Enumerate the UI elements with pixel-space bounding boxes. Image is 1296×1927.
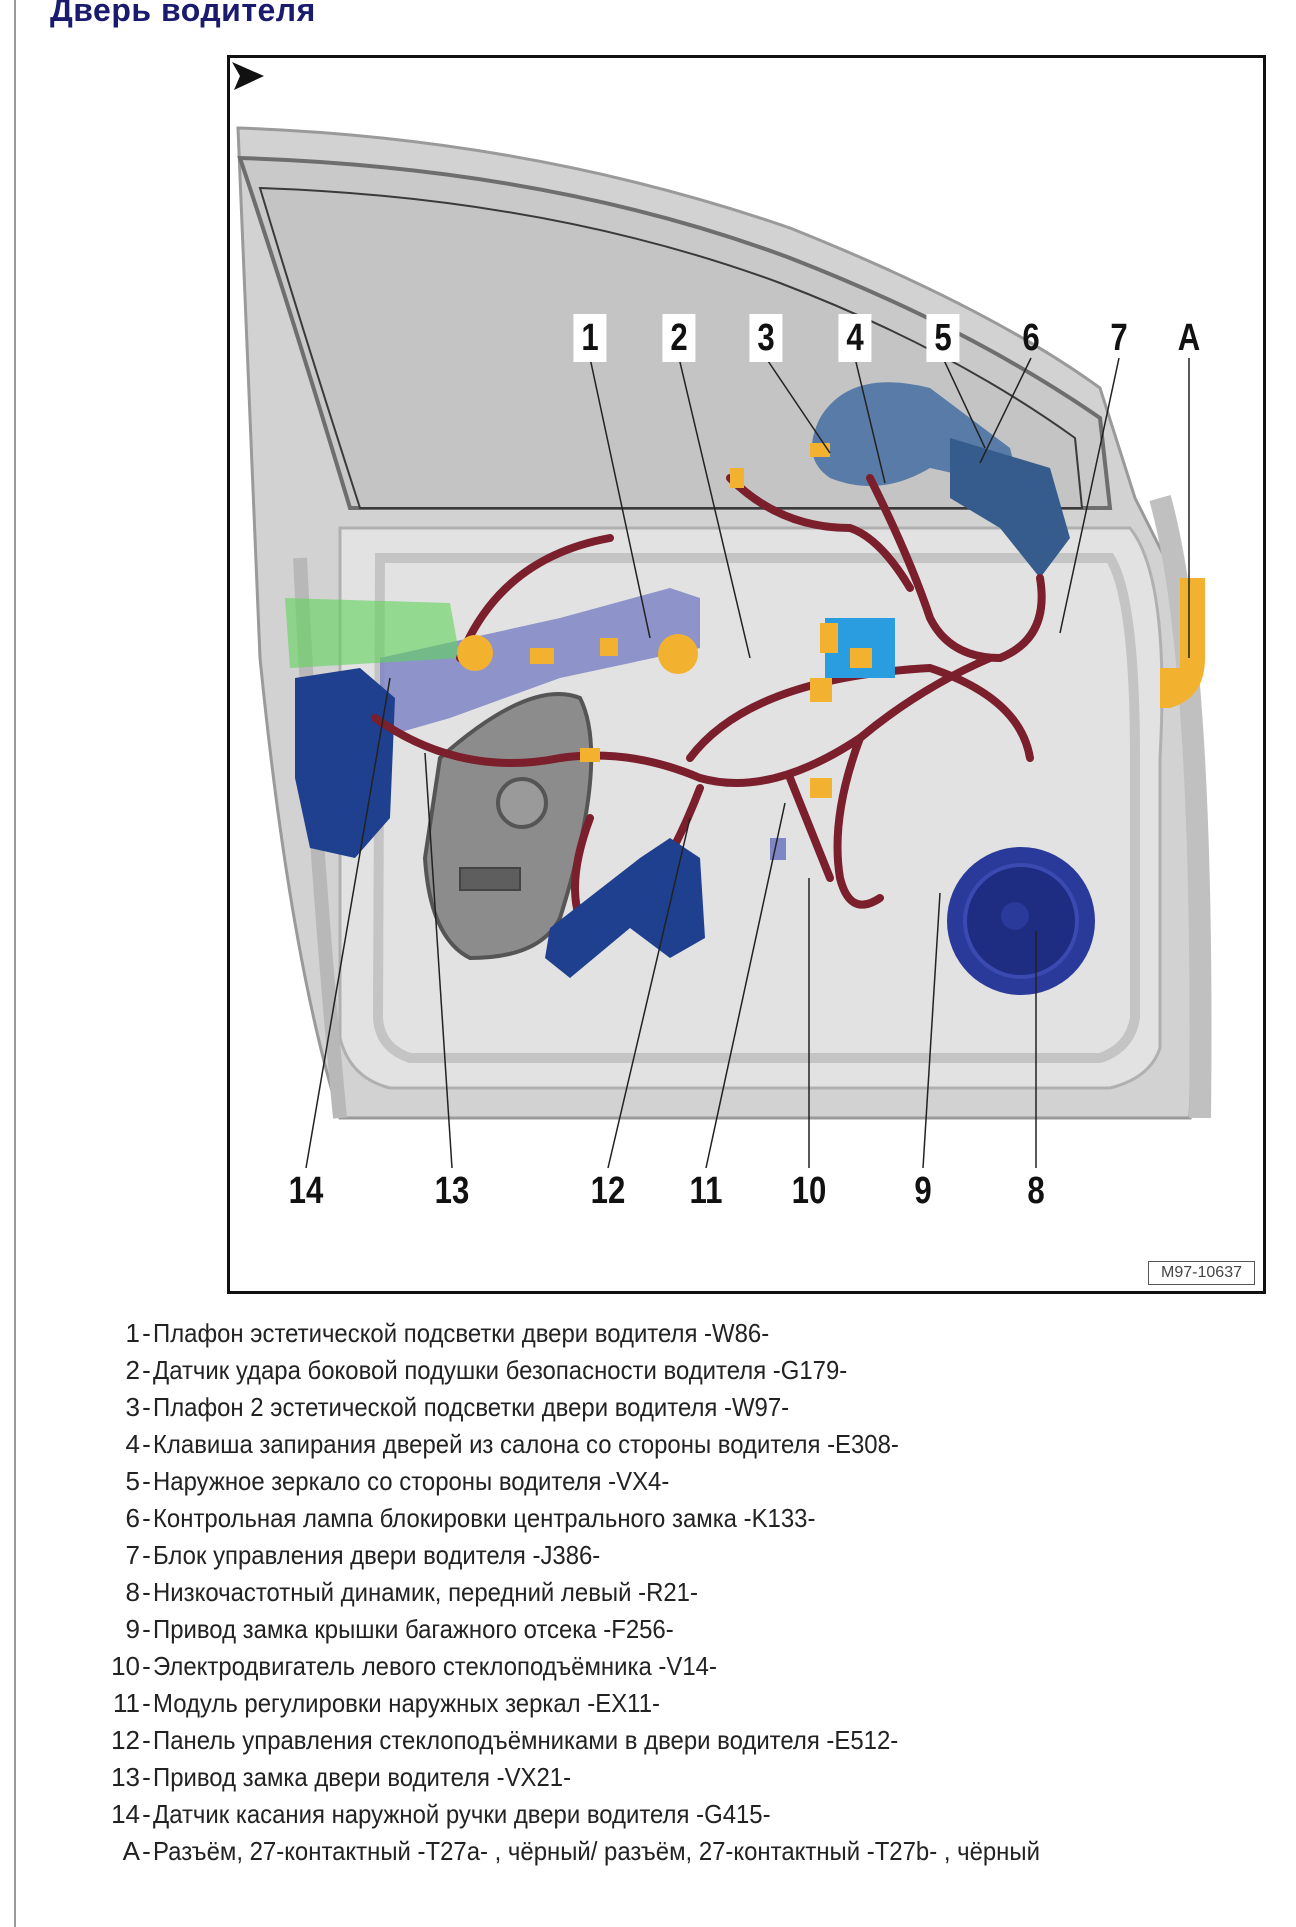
window-motor: [545, 838, 705, 978]
callout-3: 3: [749, 314, 783, 362]
callout-4: 4: [838, 314, 872, 362]
callout-5: 5: [926, 314, 960, 362]
legend-item: 3-Плафон 2 эстетической подсветки двери …: [125, 1392, 790, 1422]
callout-2: 2: [662, 314, 696, 362]
handle-sensor: [285, 598, 460, 668]
legend-item: 11-Модуль регулировки наружных зеркал -E…: [113, 1688, 660, 1718]
callout-a: A: [1177, 317, 1201, 359]
callout-9: 9: [914, 1170, 932, 1212]
callout-13: 13: [434, 1170, 470, 1212]
legend-item: 4-Клавиша запирания дверей из салона со …: [125, 1429, 899, 1459]
legend-item: 8-Низкочастотный динамик, передний левый…: [125, 1577, 698, 1607]
arrow-right-icon: [232, 62, 264, 90]
callout-6: 6: [1022, 317, 1040, 359]
figure-id-label: M97-10637: [1148, 1261, 1255, 1285]
callout-12: 12: [590, 1170, 626, 1212]
page-edge-divider: [14, 0, 16, 1927]
legend-item: 13-Привод замка двери водителя -VX21-: [111, 1762, 572, 1792]
component-legend: 1-Плафон эстетической подсветки двери во…: [60, 1315, 1280, 1870]
connector-a: [1160, 578, 1205, 708]
door-wiring-diagram: 1 2 3 4 5 6 7 A 14 13 12 11 10 9 8 M97-1…: [227, 55, 1266, 1294]
callout-1: 1: [573, 314, 607, 362]
legend-item: 14-Датчик касания наружной ручки двери в…: [111, 1799, 771, 1829]
woofer-speaker: [947, 847, 1095, 995]
door-illustration: [236, 126, 1212, 1169]
wiring-harness: [371, 474, 1046, 943]
legend-item: 12-Панель управления стеклоподъёмниками …: [111, 1725, 899, 1755]
page-title: Дверь водителя: [50, 0, 316, 28]
connectors: [457, 443, 832, 798]
legend-item: 2-Датчик удара боковой подушки безопасно…: [125, 1355, 848, 1385]
door-lock-actuator: [295, 668, 395, 858]
legend-item: 5-Наружное зеркало со стороны водителя -…: [125, 1466, 670, 1496]
legend-item: 10-Электродвигатель левого стеклоподъёмн…: [111, 1651, 717, 1681]
callout-10: 10: [791, 1170, 827, 1212]
legend-item: 7-Блок управления двери водителя -J386-: [125, 1540, 601, 1570]
legend-item: 1-Плафон эстетической подсветки двери во…: [125, 1318, 770, 1348]
legend-item: 6-Контрольная лампа блокировки центральн…: [125, 1503, 816, 1533]
legend-item: A-Разъём, 27-контактный -T27a- , чёрный/…: [122, 1836, 1040, 1866]
trunk-lock-switch: [770, 838, 786, 860]
callout-11: 11: [689, 1170, 723, 1212]
callout-7: 7: [1110, 317, 1128, 359]
callout-14: 14: [288, 1170, 324, 1212]
legend-item: 9-Привод замка крышки багажного отсека -…: [125, 1614, 674, 1644]
callout-8: 8: [1027, 1170, 1045, 1212]
